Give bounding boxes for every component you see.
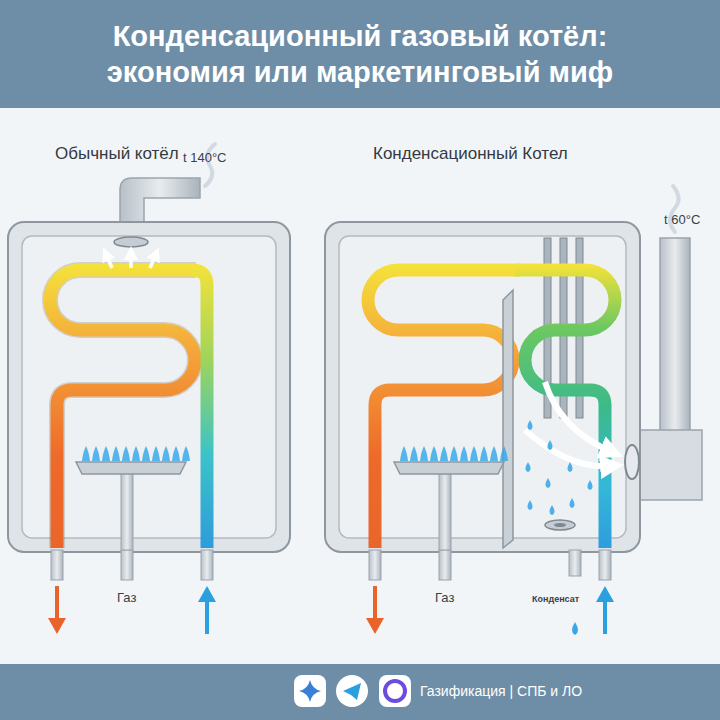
boiler-housing: Обычный котёл	[8, 140, 290, 552]
footer-text: Газификация | СПБ и ЛО	[420, 683, 582, 699]
flame	[470, 446, 478, 461]
title-box: Конденсационный газовый котёл: экономия …	[0, 0, 720, 108]
conventional-boiler	[8, 144, 290, 634]
flame	[460, 446, 468, 461]
flame	[102, 446, 110, 461]
flame	[92, 446, 100, 461]
social-icons	[294, 675, 411, 707]
flame	[480, 446, 488, 461]
flame	[122, 446, 130, 461]
boiler-heading: Конденсационный Котел	[373, 144, 568, 164]
condensate-drops	[526, 420, 593, 515]
temperature-label: t 60°C	[664, 212, 700, 227]
condensate-label: Конденсат	[532, 594, 579, 604]
flame	[82, 446, 90, 461]
droplet	[548, 440, 553, 450]
gas-label: Газ	[435, 590, 454, 605]
flame	[182, 446, 190, 461]
droplet	[550, 505, 555, 515]
flame	[410, 446, 418, 461]
flame	[162, 446, 170, 461]
flame	[400, 446, 408, 461]
flame	[500, 446, 508, 461]
droplet	[528, 500, 533, 510]
droplet	[546, 478, 551, 488]
droplet	[568, 462, 573, 472]
flame	[152, 446, 160, 461]
condensing-boiler	[325, 186, 702, 635]
burner-flames	[82, 446, 508, 461]
footer-band	[0, 664, 720, 720]
flame	[490, 446, 498, 461]
title-band	[0, 0, 720, 108]
flame	[450, 446, 458, 461]
flame	[430, 446, 438, 461]
boiler-housing: Конденсационный Котел	[325, 140, 640, 552]
droplet	[528, 420, 533, 430]
boiler-heading: Обычный котёл	[55, 144, 179, 164]
flame	[440, 446, 448, 461]
title: Конденсационный газовый котёл: экономия …	[40, 18, 680, 91]
droplet	[588, 480, 593, 490]
temperature-label: t 140°C	[183, 150, 227, 165]
flame	[420, 446, 428, 461]
flame	[112, 446, 120, 461]
droplet	[570, 498, 575, 508]
droplet	[526, 462, 531, 472]
flame	[132, 446, 140, 461]
flame	[142, 446, 150, 461]
flame	[172, 446, 180, 461]
gas-label: Газ	[117, 590, 136, 605]
